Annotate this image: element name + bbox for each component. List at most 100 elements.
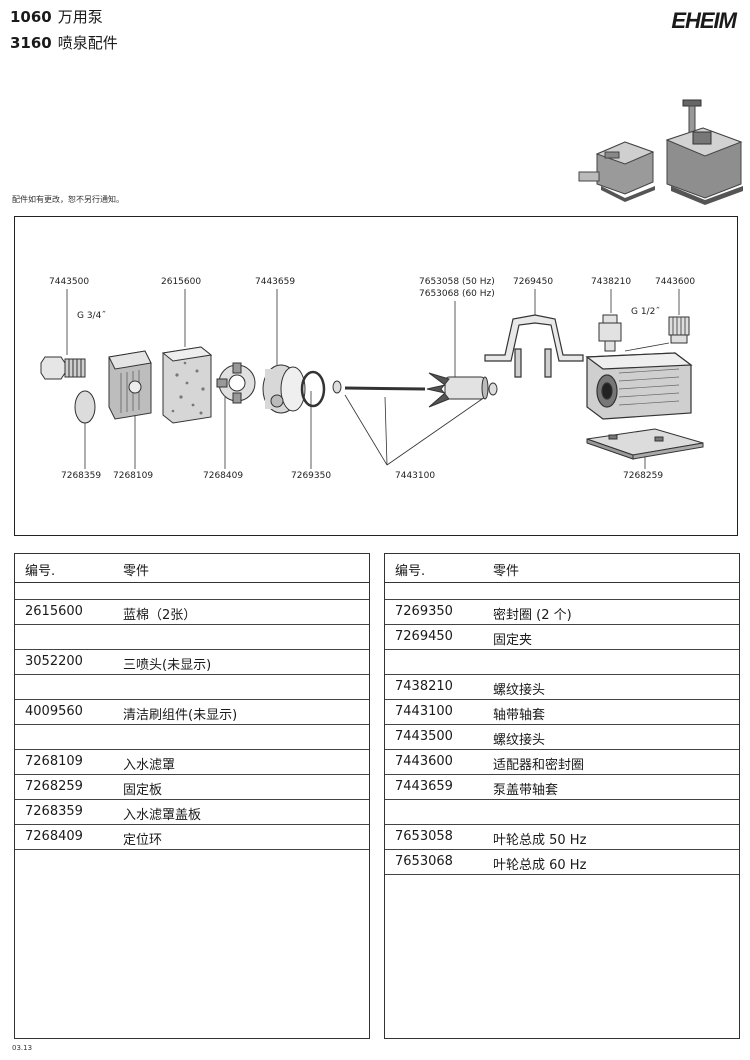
part-name: 适配器和密封圈 — [493, 758, 585, 773]
table-row — [385, 582, 739, 600]
table-row: 7269350 密封圈 (2 个) — [385, 600, 739, 625]
label-2615600: 2615600 — [161, 277, 202, 287]
part-name: 入水滤罩盖板 — [123, 808, 202, 823]
part-number: 7443600 — [395, 754, 453, 769]
seal-ring-shape — [300, 370, 326, 408]
table-row — [15, 582, 369, 600]
table-row — [15, 725, 369, 750]
title-line-2: 3160 喷泉配件 — [10, 32, 118, 53]
label-thread-g12: G 1/2˝ — [631, 307, 660, 317]
table-row: 7653068 叶轮总成 60 Hz — [385, 850, 739, 875]
part-number: 7269350 — [395, 604, 453, 619]
part-name: 三喷头(未显示) — [123, 658, 212, 673]
product-code-1060: 1060 — [10, 8, 52, 26]
table-row: 7443600 适配器和密封圈 — [385, 750, 739, 775]
impeller-shape — [426, 372, 489, 408]
inlet-strainer-shape — [108, 350, 152, 420]
label-7268359: 7268359 — [61, 471, 102, 481]
pump-fountain-image — [665, 99, 743, 205]
table-row: 7268109 入水滤罩 — [15, 750, 369, 775]
column-header-part: 零件 — [123, 564, 150, 579]
title-line-1: 1060 万用泵 — [10, 6, 103, 27]
part-number: 7443659 — [395, 779, 453, 794]
clamp-shape — [484, 314, 584, 378]
part-number: 7268359 — [25, 804, 83, 819]
part-name: 叶轮总成 50 Hz — [493, 833, 587, 848]
part-name: 固定板 — [123, 783, 163, 798]
label-7653058: 7653058 (50 Hz) — [419, 277, 495, 287]
table-row: 7268359 入水滤罩盖板 — [15, 800, 369, 825]
shaft-bush-left-shape — [332, 380, 342, 394]
diagram-drawing — [40, 289, 704, 469]
part-name: 清洁刷组件(未显示) — [123, 708, 238, 723]
part-name: 蓝棉（2张） — [123, 608, 197, 623]
table-row: 7269450 固定夹 — [385, 625, 739, 650]
table-row: 7443100 轴带轴套 — [385, 700, 739, 725]
table-row: 7653058 叶轮总成 50 Hz — [385, 825, 739, 850]
exploded-diagram: 7443500 G 3/4˝ 2615600 7443659 7653058 (… — [14, 216, 738, 536]
product-title-1060: 万用泵 — [57, 8, 103, 26]
table-row: 4009560 清洁刷组件(未显示) — [15, 700, 369, 725]
label-7653068: 7653068 (60 Hz) — [419, 289, 495, 299]
label-7443500: 7443500 — [49, 277, 90, 287]
pump-body-shape — [585, 352, 693, 420]
product-code-3160: 3160 — [10, 34, 52, 52]
part-number: 2615600 — [25, 604, 83, 619]
part-name: 螺纹接头 — [493, 683, 546, 698]
part-number: 7438210 — [395, 679, 453, 694]
part-number: 7268259 — [25, 779, 83, 794]
threaded-connector-top-shape — [598, 314, 622, 352]
table-header: 编号. 零件 — [15, 554, 369, 583]
part-name: 定位环 — [123, 833, 163, 848]
part-number: 7443100 — [395, 704, 453, 719]
label-7269450: 7269450 — [513, 277, 554, 287]
part-name: 固定夹 — [493, 633, 533, 648]
locating-ring-shape — [216, 362, 256, 404]
eheim-logo: EHEIM — [671, 8, 737, 33]
part-name: 密封圈 (2 个) — [493, 608, 572, 623]
part-name: 叶轮总成 60 Hz — [493, 858, 587, 873]
table-row: 7443659 泵盖带轴套 — [385, 775, 739, 800]
part-number: 4009560 — [25, 704, 83, 719]
label-7268109: 7268109 — [113, 471, 154, 481]
column-header-number: 编号. — [395, 564, 426, 579]
pump-small-image — [578, 141, 655, 202]
table-row — [385, 800, 739, 825]
table-row: 2615600 蓝棉（2张） — [15, 600, 369, 625]
table-row — [385, 650, 739, 675]
label-7438210: 7438210 — [591, 277, 632, 287]
part-name: 轴带轴套 — [493, 708, 546, 723]
part-number: 7269450 — [395, 629, 453, 644]
label-7443100: 7443100 — [395, 471, 436, 481]
part-name: 入水滤罩 — [123, 758, 176, 773]
column-header-number: 编号. — [25, 564, 56, 579]
part-number: 7653068 — [395, 854, 453, 869]
label-7268259: 7268259 — [623, 471, 664, 481]
table-row: 7438210 螺纹接头 — [385, 675, 739, 700]
product-title-3160: 喷泉配件 — [57, 34, 118, 52]
label-7268409: 7268409 — [203, 471, 244, 481]
part-number: 7653058 — [395, 829, 453, 844]
footer-date: 03.13 — [12, 1044, 33, 1052]
shaft-bush-right-shape — [488, 382, 498, 396]
base-plate-shape — [586, 428, 704, 460]
shaft-shape — [344, 386, 426, 391]
change-notice: 配件如有更改，恕不另行通知。 — [12, 195, 124, 204]
pump-cover-shape — [262, 364, 306, 414]
table-row: 7268259 固定板 — [15, 775, 369, 800]
part-number: 7268409 — [25, 829, 83, 844]
table-row: 7268409 定位环 — [15, 825, 369, 850]
threaded-connector-shape — [40, 356, 86, 380]
label-7443659: 7443659 — [255, 277, 296, 287]
part-name: 泵盖带轴套 — [493, 783, 559, 798]
label-7269350: 7269350 — [291, 471, 332, 481]
part-number: 7268109 — [25, 754, 83, 769]
product-photo — [578, 99, 743, 205]
filter-sponge-shape — [161, 346, 213, 424]
label-7443600: 7443600 — [655, 277, 696, 287]
table-row — [15, 675, 369, 700]
